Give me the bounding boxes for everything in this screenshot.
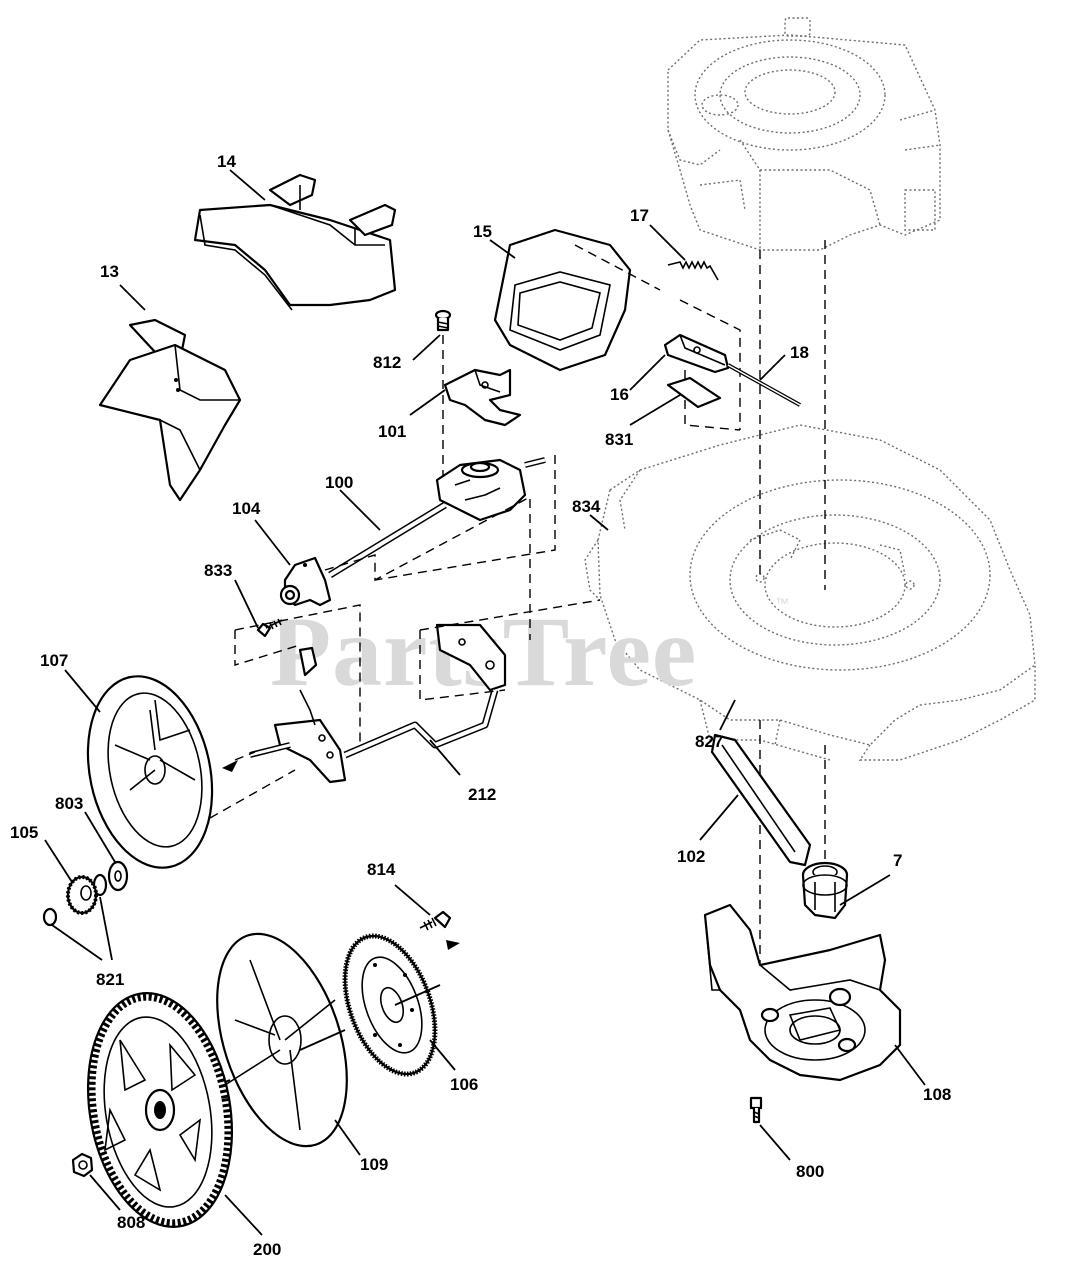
wheel-tire (86, 992, 234, 1228)
label-212: 212 (468, 785, 496, 804)
rear-shield (493, 228, 632, 372)
label-105: 105 (10, 823, 38, 842)
transmission (328, 457, 546, 578)
linkage-alignment-line (419, 599, 601, 701)
drive-belt (710, 733, 812, 867)
wheel-hubcap (216, 932, 348, 1148)
label-803: 803 (55, 794, 83, 813)
label-101: 101 (378, 422, 406, 441)
label-834: 834 (572, 497, 601, 516)
label-104: 104 (232, 499, 261, 518)
part-labels: 14 13 15 17 18 16 831 812 101 100 104 83… (10, 152, 951, 1259)
label-800: 800 (796, 1162, 824, 1181)
label-109: 109 (360, 1155, 388, 1174)
bolt-800 (749, 1096, 763, 1124)
rod (727, 363, 801, 407)
wheel-cover (86, 675, 214, 869)
label-106: 106 (450, 1075, 478, 1094)
label-16: 16 (610, 385, 629, 404)
housing-alignment-line (234, 604, 361, 745)
label-13: 13 (100, 262, 119, 281)
label-814: 814 (367, 860, 396, 879)
label-808: 808 (117, 1213, 145, 1232)
leader-lines (44, 169, 926, 1236)
label-18: 18 (790, 343, 809, 362)
label-108: 108 (923, 1085, 951, 1104)
plate (666, 376, 722, 409)
label-107: 107 (40, 651, 68, 670)
label-14: 14 (217, 152, 236, 171)
nut-808 (71, 1152, 94, 1178)
blade-housing (703, 903, 902, 1082)
retaining-ring (42, 873, 108, 927)
label-200: 200 (253, 1240, 281, 1259)
axle-alignment-line (324, 455, 556, 640)
bearing-housing (279, 556, 332, 607)
bolt-814 (419, 910, 460, 950)
pinion-gear (66, 875, 98, 915)
label-827: 827 (695, 732, 723, 751)
label-7: 7 (893, 851, 902, 870)
label-821: 821 (96, 970, 124, 989)
pulley (801, 861, 849, 920)
spring (667, 260, 719, 281)
svg-text:™: ™ (775, 595, 789, 611)
label-831: 831 (605, 430, 633, 449)
wheel-alignment-line (209, 769, 296, 819)
label-17: 17 (630, 206, 649, 225)
grass-bag (193, 173, 397, 311)
direction-arrow (222, 760, 238, 772)
screw-812 (434, 309, 452, 480)
label-15: 15 (473, 222, 492, 241)
label-102: 102 (677, 847, 705, 866)
label-833: 833 (204, 561, 232, 580)
label-100: 100 (325, 473, 353, 492)
engine (667, 17, 941, 251)
mower-deck (584, 424, 1036, 761)
bracket (663, 333, 730, 374)
discharge-chute (98, 318, 242, 502)
mounting-bracket (443, 368, 522, 427)
washer-803 (107, 860, 129, 892)
label-812: 812 (373, 353, 401, 372)
